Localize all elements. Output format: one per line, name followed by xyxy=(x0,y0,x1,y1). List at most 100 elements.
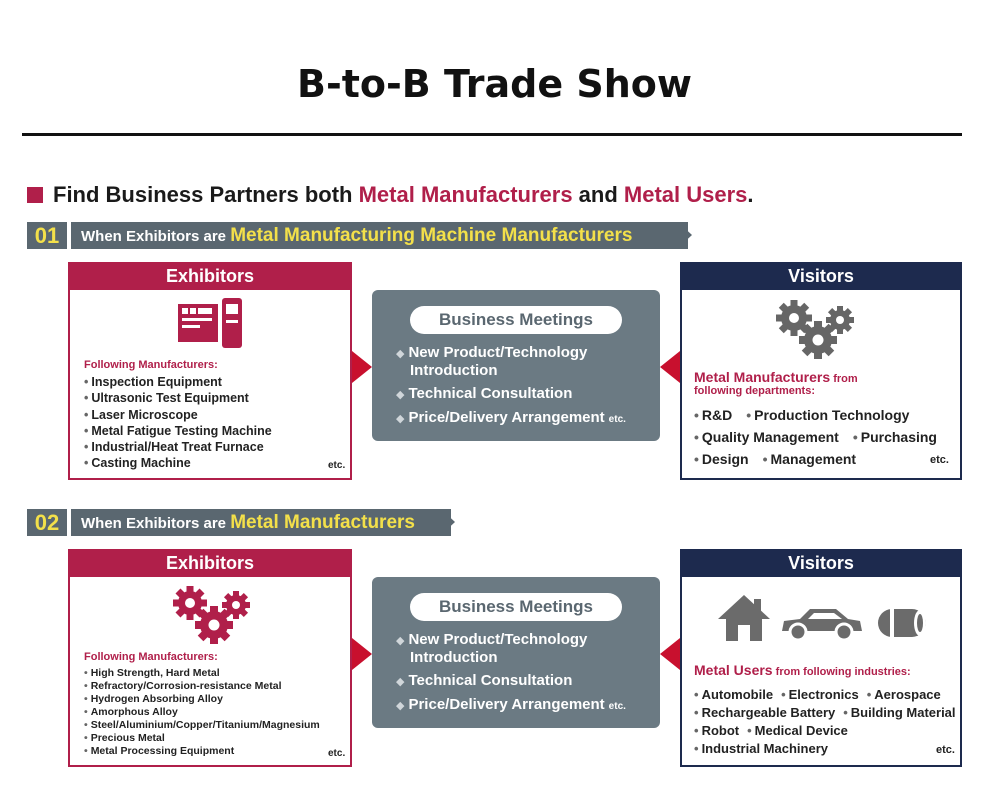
list-item: Management xyxy=(763,451,856,467)
business-meetings-box-01: Business Meetings ◆New Product/Technolog… xyxy=(372,290,660,441)
diamond-icon: ◆ xyxy=(396,413,405,425)
visitors-row: R&D Production Technology xyxy=(694,407,923,423)
headline-highlight-2: Metal Users xyxy=(623,182,748,207)
etc-label: etc. xyxy=(608,414,626,425)
diamond-icon: ◆ xyxy=(396,700,405,712)
etc-label: etc. xyxy=(936,744,955,756)
list-item: Medical Device xyxy=(747,723,848,738)
exhibitors-list: High Strength, Hard Metal Refractory/Cor… xyxy=(84,667,320,758)
page-title: B-to-B Trade Show xyxy=(297,62,692,106)
list-item: Steel/Aluminium/Copper/Titanium/Magnesiu… xyxy=(84,719,320,732)
title-divider xyxy=(22,133,962,136)
list-item: Electronics xyxy=(781,687,859,702)
list-item: Rechargeable Battery xyxy=(694,705,835,720)
visitors-subtitle: Metal Users from following industries: xyxy=(694,662,911,678)
headline-highlight-1: Metal Manufacturers xyxy=(358,182,573,207)
list-item: Casting Machine xyxy=(84,455,272,471)
headline-mid: and xyxy=(572,182,624,207)
exhibitors-header: Exhibitors xyxy=(68,262,352,290)
visitors-box-02: Visitors Metal Users from following indu… xyxy=(680,549,962,767)
gears-icon xyxy=(173,586,250,644)
meeting-item-cont: Introduction xyxy=(410,362,498,379)
house-icon xyxy=(718,595,770,641)
visitors-row: Automobile Electronics Aerospace xyxy=(694,687,941,702)
list-item: Building Material xyxy=(843,705,955,720)
meeting-item: ◆New Product/Technology xyxy=(396,631,588,648)
visitors-row: Rechargeable Battery Building Material xyxy=(694,705,956,720)
list-item: Aerospace xyxy=(867,687,941,702)
exhibitors-box-01: Exhibitors Following Manufacturers: Insp… xyxy=(68,262,352,480)
arrow-right-icon xyxy=(352,351,372,383)
battery-icon xyxy=(878,609,926,637)
section-number: 01 xyxy=(27,222,67,249)
visitors-header: Visitors xyxy=(680,262,962,290)
list-item: Automobile xyxy=(694,687,773,702)
visitors-subtitle-line2: following departments: xyxy=(694,385,815,397)
meetings-title: Business Meetings xyxy=(410,593,622,621)
exhibitors-list: Inspection Equipment Ultrasonic Test Equ… xyxy=(84,374,272,472)
banner-arrow-tip xyxy=(678,222,692,248)
banner-highlight: Metal Manufacturing Machine Manufacturer… xyxy=(230,225,633,246)
gears-icon xyxy=(776,300,854,359)
list-item: Design xyxy=(694,451,749,467)
meetings-title: Business Meetings xyxy=(410,306,622,334)
headline-suffix: . xyxy=(747,182,754,207)
list-item: Refractory/Corrosion-resistance Metal xyxy=(84,680,320,693)
list-item: High Strength, Hard Metal xyxy=(84,667,320,680)
machine-icon xyxy=(178,298,242,348)
meeting-item-cont: Introduction xyxy=(410,649,498,666)
diamond-icon: ◆ xyxy=(396,389,405,401)
list-item: Robot xyxy=(694,723,739,738)
section-02-banner: 02 When Exhibitors are Metal Manufacture… xyxy=(27,509,455,536)
meeting-item: ◆Technical Consultation xyxy=(396,672,573,689)
visitors-subtitle: Metal Manufacturers from xyxy=(694,369,858,385)
list-item: Hydrogen Absorbing Alloy xyxy=(84,693,320,706)
headline: Find Business Partners both Metal Manufa… xyxy=(27,182,754,208)
diamond-icon: ◆ xyxy=(396,348,405,360)
visitors-row: Industrial Machinery xyxy=(694,741,842,756)
list-item: Inspection Equipment xyxy=(84,374,272,390)
list-item: Production Technology xyxy=(746,407,909,423)
arrow-right-icon xyxy=(352,638,372,670)
etc-label: etc. xyxy=(328,460,346,471)
exhibitors-subtitle: Following Manufacturers: xyxy=(84,359,218,371)
visitors-box-01: Visitors Metal Manufacturers from follow… xyxy=(680,262,962,480)
banner-arrow-tip xyxy=(441,509,455,535)
arrow-left-icon xyxy=(660,638,680,670)
banner-highlight: Metal Manufacturers xyxy=(230,512,415,533)
meeting-item: ◆New Product/Technology xyxy=(396,344,588,361)
visitors-header: Visitors xyxy=(680,549,962,577)
section-banner-text: When Exhibitors are Metal Manufacturing … xyxy=(71,222,688,249)
section-01-banner: 01 When Exhibitors are Metal Manufacturi… xyxy=(27,222,692,249)
exhibitors-header: Exhibitors xyxy=(68,549,352,577)
meeting-item: ◆Technical Consultation xyxy=(396,385,573,402)
visitors-row: Quality Management Purchasing xyxy=(694,429,951,445)
list-item: Purchasing xyxy=(853,429,937,445)
car-icon xyxy=(782,609,862,642)
list-item: Metal Processing Equipment xyxy=(84,745,320,758)
list-item: Industrial Machinery xyxy=(694,741,828,756)
list-item: Laser Microscope xyxy=(84,407,272,423)
list-item: Quality Management xyxy=(694,429,839,445)
banner-prefix: When Exhibitors are xyxy=(81,515,231,532)
arrow-left-icon xyxy=(660,351,680,383)
list-item: Ultrasonic Test Equipment xyxy=(84,390,272,406)
section-banner-text: When Exhibitors are Metal Manufacturers xyxy=(71,509,451,536)
etc-label: etc. xyxy=(930,454,949,466)
etc-label: etc. xyxy=(608,701,626,712)
list-item: Metal Fatigue Testing Machine xyxy=(84,423,271,439)
list-item: Industrial/Heat Treat Furnace xyxy=(84,439,272,455)
etc-label: etc. xyxy=(328,748,346,759)
list-item: R&D xyxy=(694,407,732,423)
business-meetings-box-02: Business Meetings ◆New Product/Technolog… xyxy=(372,577,660,728)
exhibitors-box-02: Exhibitors Following Manufacturers: High… xyxy=(68,549,352,767)
banner-prefix: When Exhibitors are xyxy=(81,228,231,245)
diamond-icon: ◆ xyxy=(396,676,405,688)
visitors-row: Design Management xyxy=(694,451,870,467)
visitors-row: Robot Medical Device xyxy=(694,723,862,738)
list-item: Precious Metal xyxy=(84,732,320,745)
section-number: 02 xyxy=(27,509,67,536)
exhibitors-subtitle: Following Manufacturers: xyxy=(84,651,218,663)
